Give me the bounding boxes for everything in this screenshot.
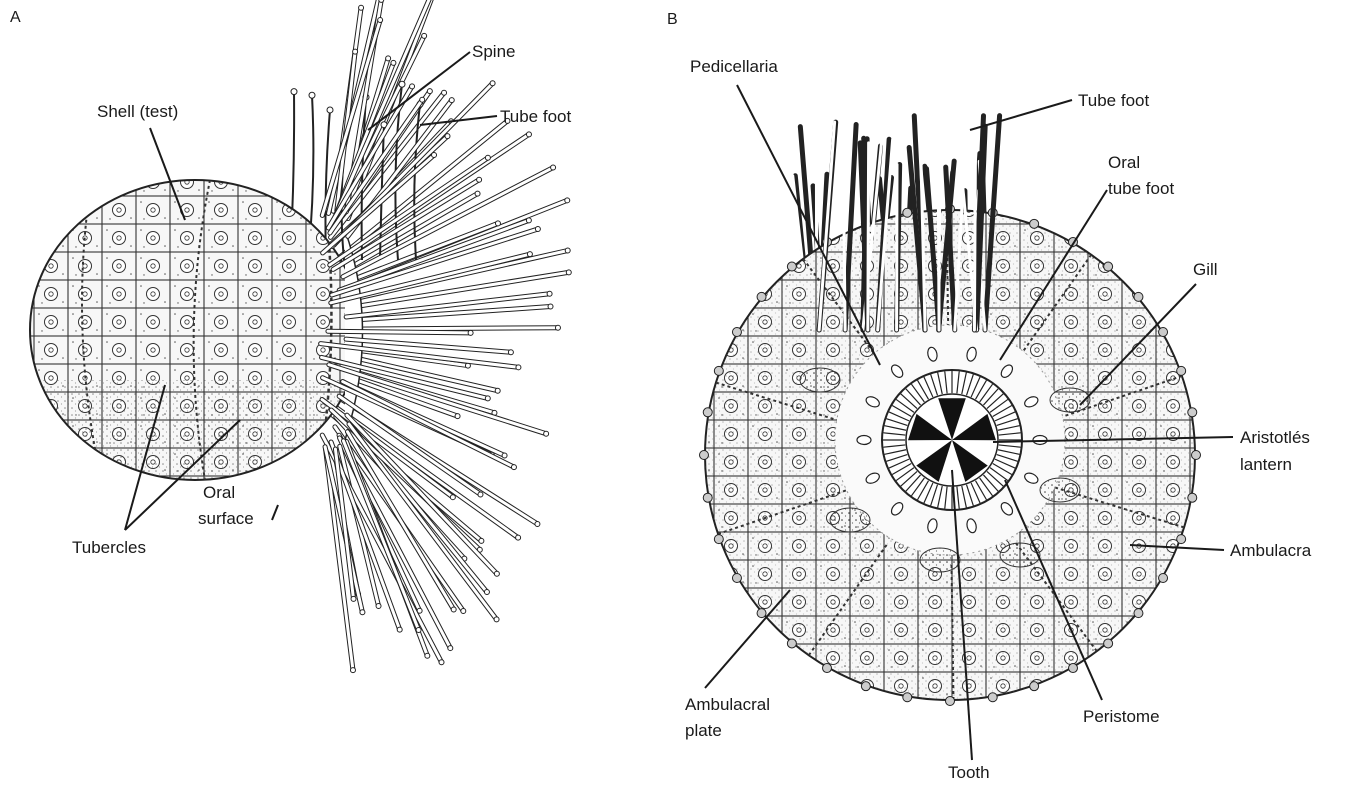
label-gill: Gill <box>1193 260 1218 279</box>
label-spine: Spine <box>472 42 515 61</box>
label-aristotles-lantern-line2: lantern <box>1240 455 1292 474</box>
label-peristome: Peristome <box>1083 707 1160 726</box>
aristotles-lantern <box>882 370 1022 510</box>
label-ambulacra: Ambulacra <box>1230 541 1312 560</box>
label-oral-tube-foot-line2: tube foot <box>1108 179 1174 198</box>
label-oral-surface-line2: surface <box>198 509 254 528</box>
label-aristotles-lantern-line1: Aristotlés <box>1240 428 1310 447</box>
label-tooth: Tooth <box>948 763 990 782</box>
panel-b-letter: B <box>667 11 678 28</box>
label-shell-test: Shell (test) <box>97 102 178 121</box>
urchin-oral-view <box>700 116 1201 706</box>
label-tube-foot-a: Tube foot <box>500 107 571 126</box>
label-oral-surface-line1: Oral <box>203 483 235 502</box>
urchin-side-view <box>30 0 571 673</box>
panel-a-letter: A <box>10 9 21 26</box>
label-tubercles: Tubercles <box>72 538 146 557</box>
label-pedicellaria: Pedicellaria <box>690 57 778 76</box>
label-ambulacral-plate-line2: plate <box>685 721 722 740</box>
label-oral-tube-foot-line1: Oral <box>1108 153 1140 172</box>
label-ambulacral-plate-line1: Ambulacral <box>685 695 770 714</box>
label-tube-foot-b: Tube foot <box>1078 91 1149 110</box>
